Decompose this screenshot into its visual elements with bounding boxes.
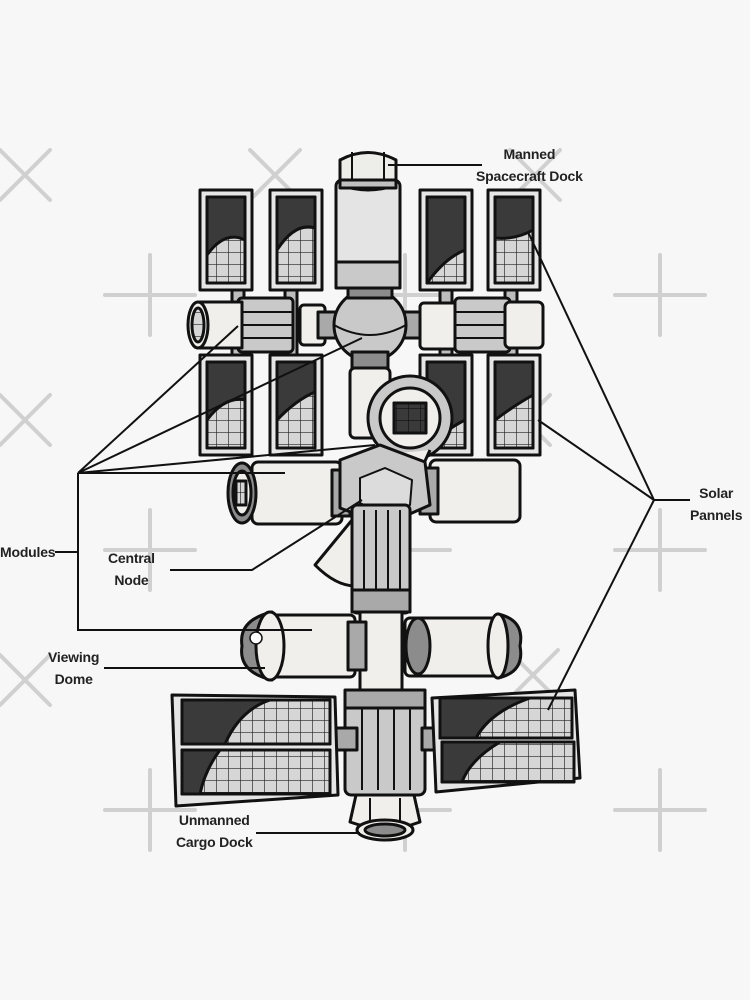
- central-truss-segment: [350, 503, 412, 615]
- label-viewing-dome-line1: Viewing: [48, 649, 100, 665]
- label-central-node-line1: Central: [108, 550, 155, 566]
- lower-right-panel: [430, 688, 582, 794]
- label-manned-dock-line1: Manned: [503, 146, 556, 162]
- leader-lines: [55, 164, 690, 834]
- diagonal-window-module: [366, 374, 454, 474]
- label-manned-dock: Manned Spacecraft Dock: [476, 143, 583, 187]
- label-viewing-dome-line2: Dome: [54, 671, 93, 687]
- upper-assembly: [186, 151, 545, 363]
- label-modules: Modules: [0, 544, 56, 560]
- label-cargo-dock-line2: Cargo Dock: [176, 834, 253, 850]
- upper-left-arm: [186, 296, 342, 354]
- label-solar-line2: Pannels: [690, 507, 743, 523]
- label-central-node-line2: Node: [114, 572, 149, 588]
- label-cargo-dock-line1: Unmanned: [178, 812, 250, 828]
- label-central-node: Central Node: [108, 547, 155, 591]
- label-cargo-dock: Unmanned Cargo Dock: [176, 809, 253, 853]
- label-solar-line1: Solar: [699, 485, 734, 501]
- lower-assembly: [240, 610, 523, 842]
- upper-right-arm: [398, 296, 545, 354]
- upper-node: [332, 287, 408, 363]
- cargo-dock-module: [348, 793, 422, 842]
- manned-dock-module: [334, 151, 402, 290]
- lower-left-panel: [170, 693, 340, 808]
- lower-solar-panels: [170, 688, 582, 808]
- label-solar-pannels: Solar Pannels: [690, 482, 742, 526]
- central-node-assembly: [226, 443, 522, 588]
- label-manned-dock-line2: Spacecraft Dock: [476, 168, 583, 184]
- viewing-dome-right: [403, 612, 523, 680]
- label-viewing-dome: Viewing Dome: [48, 646, 99, 690]
- viewing-dome-left: [240, 610, 368, 682]
